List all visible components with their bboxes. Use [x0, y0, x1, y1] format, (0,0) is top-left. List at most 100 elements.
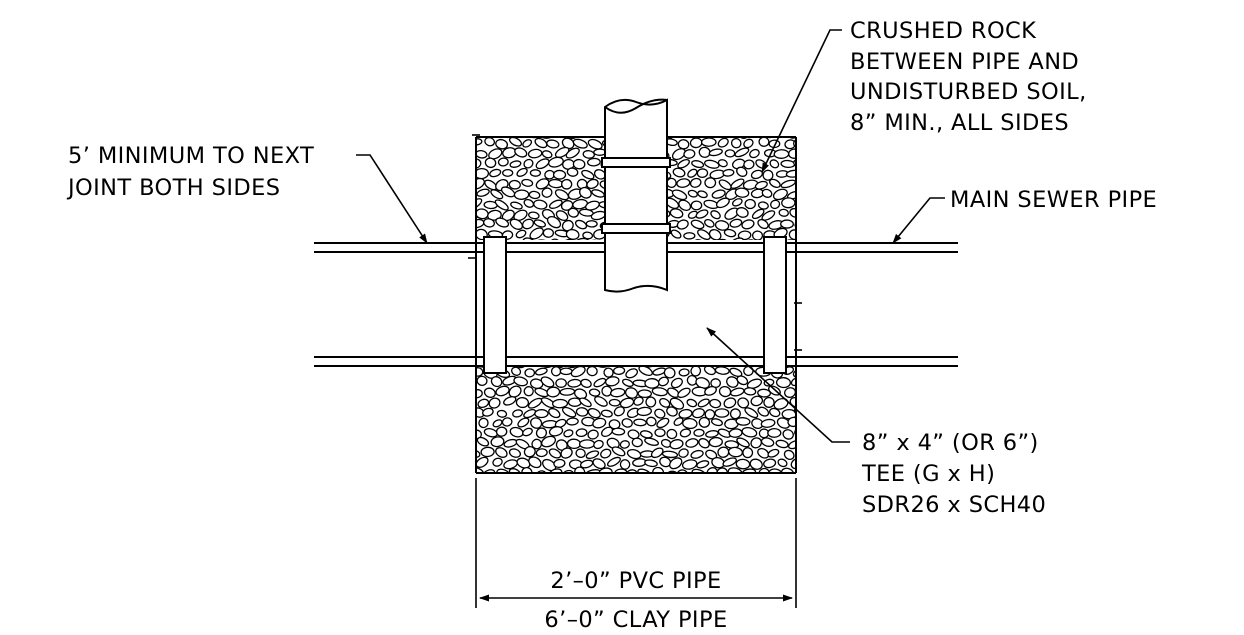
rock-pebble	[461, 187, 477, 201]
rock-pebble	[748, 357, 760, 365]
rock-pebble	[784, 387, 796, 398]
rock-pebble	[540, 376, 555, 388]
leader-tee	[706, 327, 850, 443]
rock-pebble	[508, 385, 522, 398]
rock-pebble	[751, 230, 764, 240]
rock-pebble	[496, 409, 508, 418]
rock-pebble	[487, 209, 502, 221]
rock-pebble	[476, 375, 488, 386]
rock-pebble	[524, 368, 536, 378]
rock-pebble	[482, 469, 496, 473]
crushed-rock-line-3: UNDISTURBED SOIL,	[850, 79, 1087, 105]
rock-pebble	[687, 366, 699, 367]
rock-pebble	[588, 388, 601, 397]
rock-pebble	[553, 458, 566, 469]
rock-pebble	[606, 437, 620, 449]
rock-pebble	[654, 408, 666, 419]
rock-pebble	[659, 397, 671, 408]
rock-pebble	[788, 137, 796, 139]
rock-pebble	[637, 389, 653, 399]
leader-crushed-rock	[761, 29, 842, 173]
rock-pebble	[574, 237, 590, 240]
rock-pebble	[489, 168, 502, 178]
rock-pebble	[521, 178, 534, 187]
rock-pebble	[782, 429, 794, 440]
rock-pebble	[778, 208, 789, 217]
rock-pebble	[718, 385, 732, 398]
riser-pipe	[601, 98, 671, 293]
rock-pebble	[650, 447, 664, 459]
rock-pebble	[591, 189, 605, 198]
rock-pebble	[754, 180, 768, 190]
rock-pebble	[704, 177, 717, 189]
rock-pebble	[785, 169, 796, 178]
rock-pebble	[686, 374, 698, 386]
rock-pebble	[601, 385, 613, 397]
rock-pebble	[708, 436, 723, 448]
rock-pebble	[761, 188, 773, 198]
riser-band-upper	[601, 157, 671, 168]
rock-pebble	[476, 417, 477, 428]
rock-pebble	[546, 139, 560, 149]
rock-pebble	[750, 169, 764, 180]
rock-pebble	[651, 387, 668, 397]
rock-pebble	[600, 448, 612, 459]
rock-pebble	[705, 430, 719, 438]
rock-pebble	[546, 216, 562, 229]
rock-pebble	[531, 438, 543, 450]
rock-pebble	[503, 396, 517, 406]
rock-pebble	[477, 398, 490, 409]
rock-pebble	[704, 385, 717, 396]
rock-pebble	[566, 137, 579, 140]
rock-pebble	[763, 458, 777, 469]
rock-pebble	[476, 218, 485, 229]
rock-pebble	[773, 149, 790, 159]
rock-pebble	[697, 190, 708, 199]
rock-pebble	[612, 366, 626, 375]
rock-pebble	[476, 149, 477, 160]
rock-pebble	[715, 197, 730, 209]
min-joint-line-1: 5’ MINIMUM TO NEXT	[68, 143, 314, 169]
rock-pebble	[757, 201, 769, 210]
rock-pebble	[708, 229, 722, 240]
rock-pebble	[666, 428, 678, 440]
rock-pebble	[563, 429, 574, 438]
rock-pebble	[573, 388, 588, 400]
rock-pebble	[495, 426, 508, 437]
rock-pebble	[695, 209, 709, 219]
rock-pebble	[566, 438, 582, 450]
rock-pebble	[770, 199, 781, 210]
rock-pebble	[678, 199, 692, 212]
rock-pebble	[714, 220, 730, 231]
rock-pebble	[567, 378, 582, 388]
rock-pebble	[503, 459, 518, 470]
rock-pebble	[580, 378, 592, 388]
rock-pebble	[667, 470, 679, 473]
rock-pebble	[586, 157, 601, 167]
rock-pebble	[529, 169, 542, 177]
rock-pebble	[717, 137, 729, 148]
rock-pebble	[691, 408, 706, 419]
rock-pebble	[600, 409, 613, 418]
rock-pebble	[780, 179, 796, 189]
rock-pebble	[730, 178, 745, 189]
rock-pebble	[757, 406, 770, 417]
rock-pebble	[554, 126, 567, 137]
rock-pebble	[749, 148, 760, 159]
rock-pebble	[690, 200, 703, 211]
rock-pebble	[793, 158, 796, 170]
rock-pebble	[509, 218, 524, 230]
rock-pebble	[585, 450, 600, 460]
rock-pebble	[611, 446, 626, 457]
rock-pebble	[587, 408, 601, 419]
rock-pebble	[775, 377, 792, 389]
rock-pebble	[691, 468, 706, 473]
rock-pebble	[676, 469, 689, 473]
rock-pebble	[611, 427, 626, 436]
rock-pebble	[517, 417, 530, 428]
rock-pebble	[535, 158, 550, 170]
rock-pebble	[562, 469, 575, 473]
rock-pebble	[700, 137, 717, 147]
rock-pebble	[511, 240, 523, 248]
rock-pebble	[480, 446, 495, 458]
